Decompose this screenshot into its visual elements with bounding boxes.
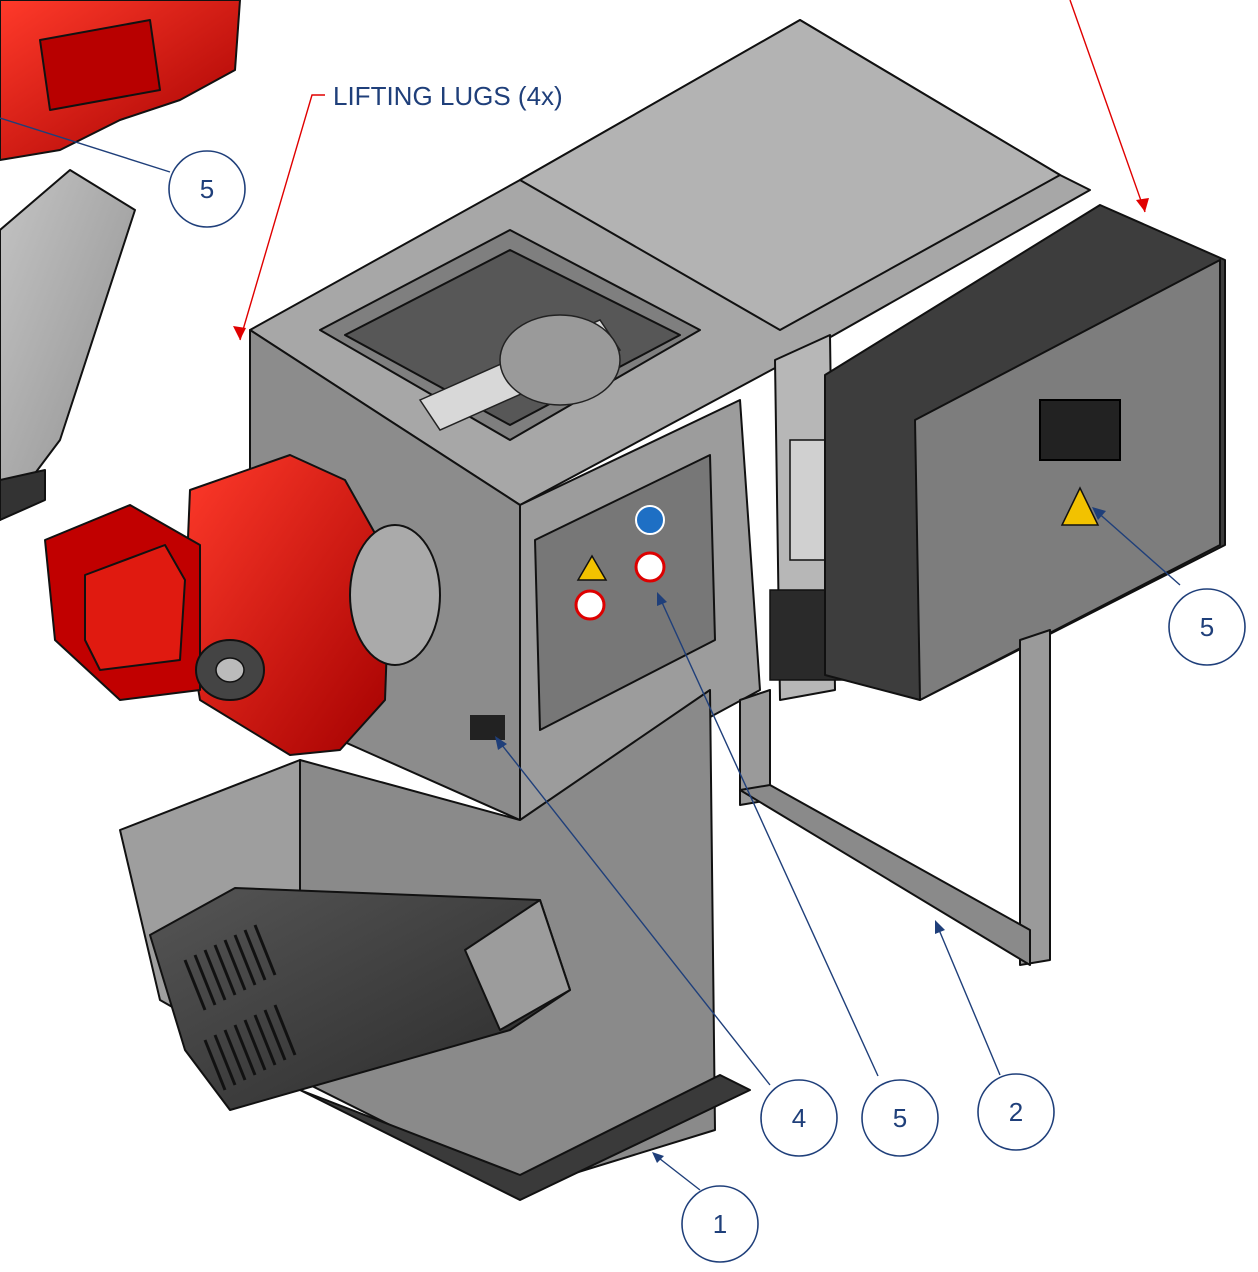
gear-motor <box>44 454 441 756</box>
callout-5-panel: 5 <box>861 1079 939 1157</box>
support-stand <box>739 629 1051 966</box>
partial-motor-topleft <box>0 0 241 161</box>
callout-5-topleft-text: 5 <box>200 174 214 204</box>
callout-5-topleft: 5 <box>168 150 246 228</box>
callout-4-text: 4 <box>792 1103 806 1133</box>
callout-1: 1 <box>681 1185 759 1263</box>
rotor <box>418 314 622 431</box>
callout-2-text: 2 <box>1009 1097 1023 1127</box>
callout-5-panel-text: 5 <box>893 1103 907 1133</box>
blue-leaders <box>0 117 1181 1191</box>
callout-1-text: 1 <box>713 1209 727 1239</box>
callout-5-box-text: 5 <box>1200 612 1214 642</box>
motor-guard-cover <box>149 887 571 1111</box>
lifting-lugs-label: LIFTING LUGS (4x) <box>333 81 563 111</box>
callout-2: 2 <box>977 1073 1055 1151</box>
partial-hood-left <box>0 169 136 521</box>
red-leaders <box>233 0 1149 341</box>
callout-4: 4 <box>760 1079 838 1157</box>
control-box <box>824 204 1226 701</box>
callout-5-box: 5 <box>1168 588 1246 666</box>
